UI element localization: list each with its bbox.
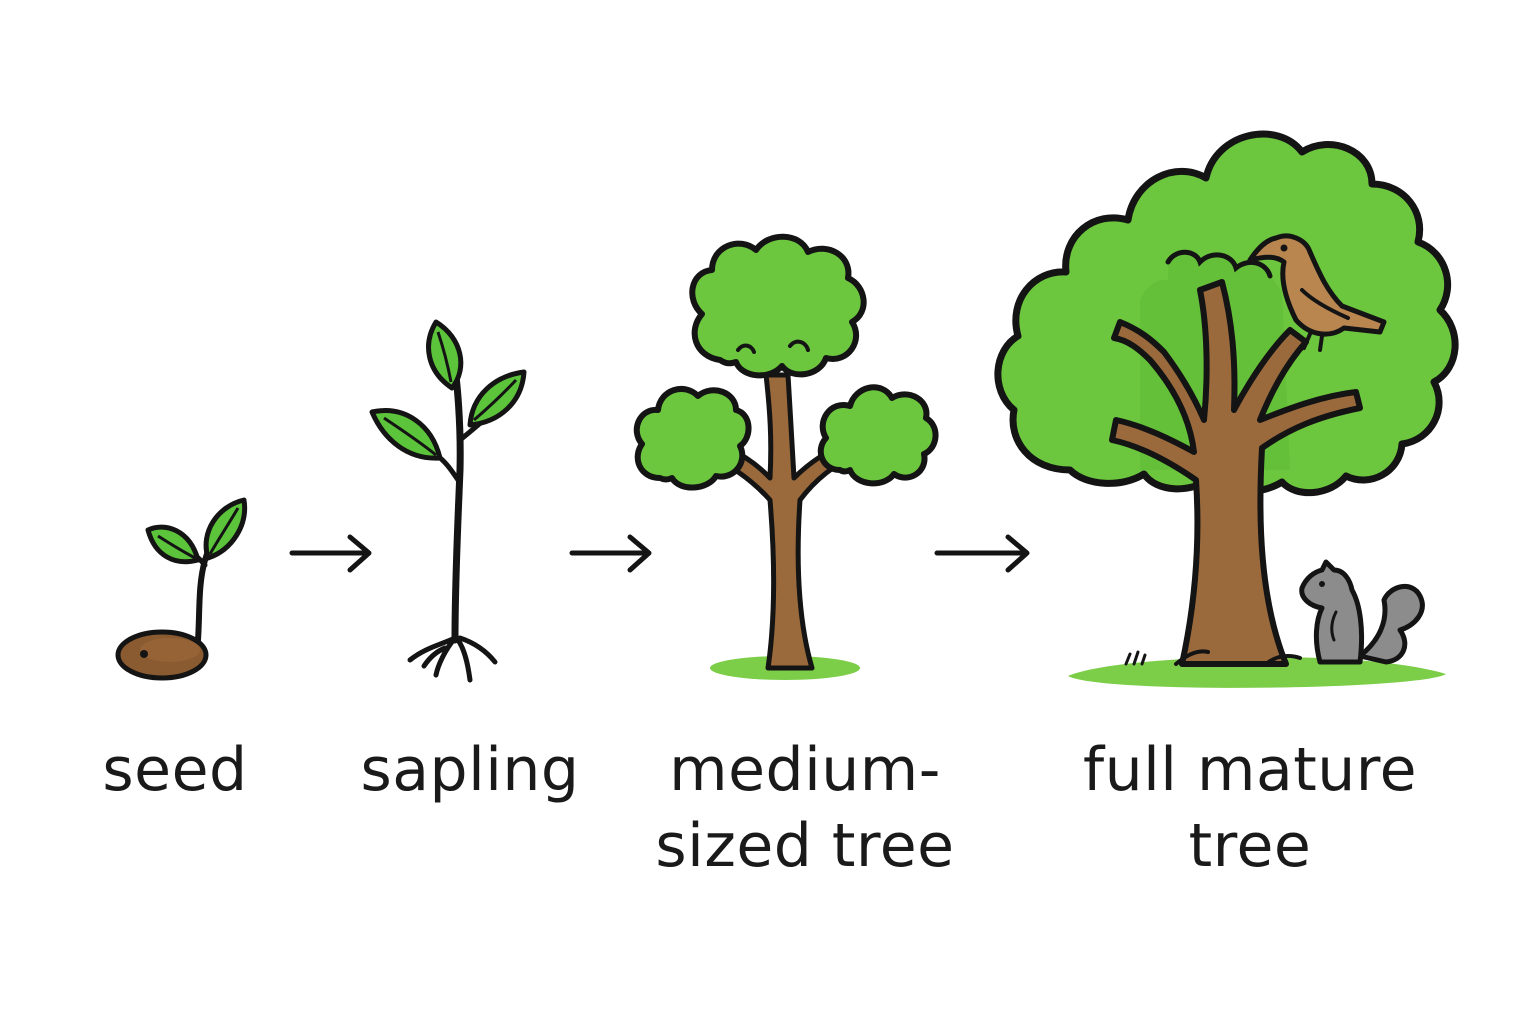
stage-label-sapling: sapling xyxy=(345,732,595,808)
stage-label-seed-text: seed xyxy=(102,735,248,805)
stage-label-mature-tree: full mature tree xyxy=(1060,732,1440,884)
stage-label-medium-tree: medium- sized tree xyxy=(640,732,970,884)
arrow-right-icon xyxy=(289,534,372,573)
arrow-right-icon xyxy=(934,534,1030,573)
stage-label-mature-tree-line2: tree xyxy=(1188,811,1312,881)
bird-icon xyxy=(1247,233,1387,352)
arrow-right-icon xyxy=(569,534,652,573)
stage-label-medium-tree-line1: medium- xyxy=(669,735,941,805)
seed-icon xyxy=(115,497,248,681)
mature-tree-icon xyxy=(994,130,1459,688)
sapling-icon xyxy=(369,319,527,683)
medium-tree-icon xyxy=(633,233,939,680)
squirrel-icon xyxy=(1299,559,1425,665)
stage-label-sapling-text: sapling xyxy=(360,735,580,805)
stage-label-medium-tree-line2: sized tree xyxy=(655,811,955,881)
stage-label-seed: seed xyxy=(70,732,280,808)
stage-label-mature-tree-line1: full mature xyxy=(1082,735,1418,805)
